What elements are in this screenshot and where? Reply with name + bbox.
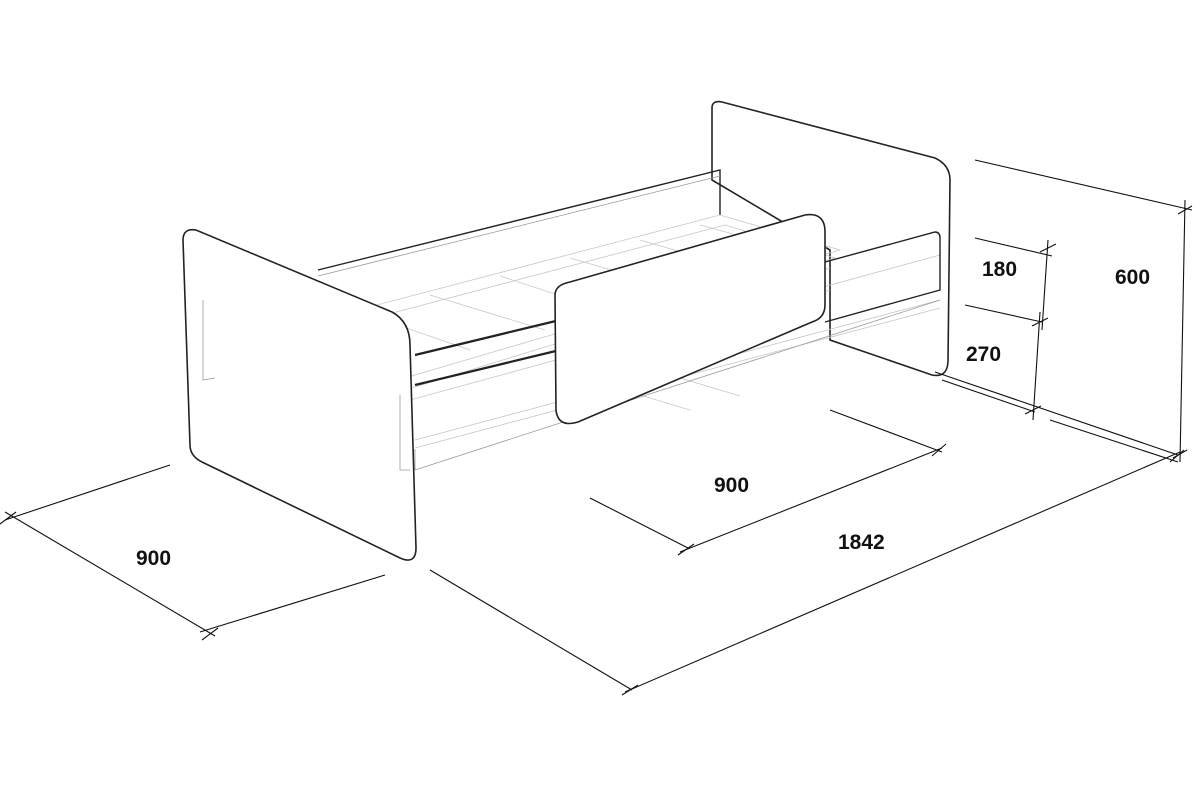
label-total-length: 1842	[838, 531, 885, 554]
dimension-height-600	[934, 159, 1193, 463]
label-guard-height: 180	[982, 258, 1018, 281]
label-height: 600	[1115, 266, 1151, 289]
front-end-panel	[182, 228, 417, 561]
back-rail	[317, 169, 721, 277]
back-end-panel	[711, 100, 951, 377]
dimension-length-1842	[429, 419, 1185, 696]
front-panel-fittings	[202, 300, 410, 471]
dimension-guard-180	[941, 237, 1057, 421]
label-bed-height: 270	[966, 343, 1002, 366]
side-guard-panel	[554, 213, 826, 425]
side-rail	[414, 318, 561, 387]
label-pullout-length: 900	[714, 474, 750, 497]
dimension-width-900	[0, 464, 386, 641]
dimension-pullout-900	[589, 409, 947, 556]
label-width: 900	[136, 547, 172, 570]
